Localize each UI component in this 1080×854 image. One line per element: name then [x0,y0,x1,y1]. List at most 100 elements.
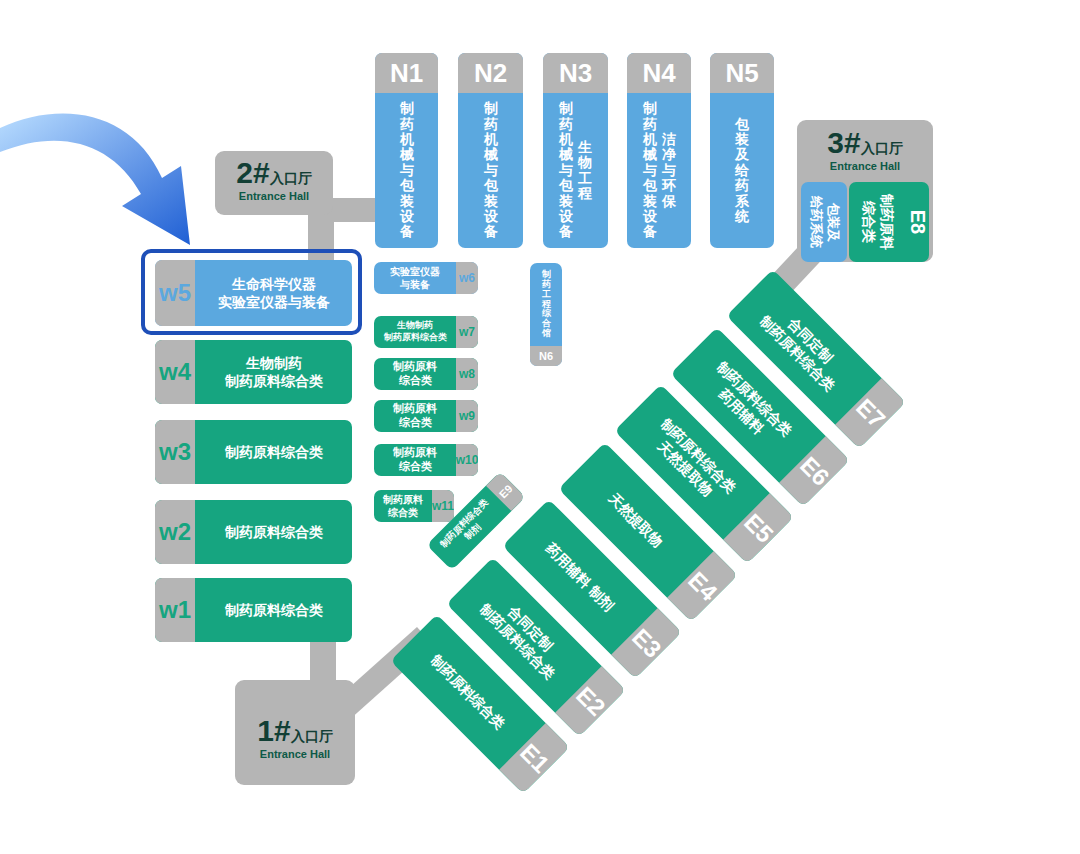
hall-cap: w6 [456,262,478,294]
hall-cap: w1 [155,578,195,642]
hall-body: 制药原料综合类 [195,500,352,564]
hall-body: 制药原料 综合类 [849,182,907,262]
hall-number: w8 [459,368,475,380]
hall-number: w2 [159,520,191,544]
hall-number: N5 [725,60,758,86]
hall-body: 制药原料 综合类 [374,400,456,432]
hall-number: w6 [459,272,475,284]
hall-body: 制药机械与包装设备生物工程 [543,93,608,248]
exhibition-hall: N1 制药机械与包装设备 [375,53,438,248]
hall-body: 包装及 给药系统 [801,182,847,262]
hall-number: 3# [827,126,860,159]
hall-cap: w4 [155,340,195,404]
exhibit-category: 制药机械与包装设备 [643,101,657,240]
exhibition-hall: E8 制药原料 综合类 [849,182,929,262]
exhibit-category: 制药机械与包装设备 [400,101,414,240]
exhibit-category: 制药原料 综合类 [389,402,441,429]
exhibit-category: 制药原料综合类 [427,651,509,733]
exhibit-category: 制药原料 综合类 [389,446,441,473]
hall-title: 2#入口厅Entrance Hall [215,156,333,202]
exhibition-hall: 生物制药 制药原料综合类 w7 [374,316,478,348]
hall-body: 制药工程综合馆 [530,263,562,346]
exhibit-category: 制药原料 综合类 [860,192,896,252]
exhibit-category: 洁净与环保 [662,132,676,209]
hall-cap: w5 [155,260,195,326]
hall-name-english: Entrance Hall [215,190,333,202]
corridor [308,208,334,264]
pointer-arrow [0,113,190,245]
hall-number: E3 [628,625,666,663]
hall-number: w10 [456,454,478,466]
hall-number: w7 [459,326,475,338]
exhibition-hall: N4制药机械与包装设备洁净与环保 [627,53,691,248]
exhibition-hall: N5 包装及给药系统 [710,53,774,248]
hall-body: 制药机械与包装设备 [375,93,438,248]
hall-cap: E2 [555,666,626,737]
hall-title: 3#入口厅 Entrance Hall [797,126,933,172]
hall-cap: E5 [723,493,794,564]
hall-body: 制药原料综合类 [195,578,352,642]
hall-number: w11 [432,500,454,512]
hall-number: N3 [559,60,592,86]
hall-body: 制药机械与包装设备 [458,93,523,248]
hall-body: 制药原料 综合类 [374,490,432,522]
hall-title: 1#入口厅 Entrance Hall [235,714,355,760]
exhibit-category: 制药机械与包装设备 [484,101,498,240]
exhibit-category: 天然提取物 [605,488,667,550]
exhibit-category: 制药工程综合馆 [542,270,551,339]
hall-number: N2 [474,60,507,86]
hall-body: 制药原料 综合类 [374,358,456,390]
hall-cap: E4 [667,551,738,622]
exhibit-category: 制药机械与包装设备 [559,101,573,240]
exhibition-hall: w5 生命科学仪器 实验室仪器与装备 [155,260,352,326]
entrance-hall: 1#入口厅 Entrance Hall [235,680,355,785]
hall-name: 入口厅 [861,140,903,156]
hall-number: w3 [159,440,191,464]
hall-number: E1 [516,740,554,778]
hall-name-english: Entrance Hall [235,748,355,760]
hall-cap: w7 [456,316,478,348]
exhibit-category: 生物工程 [578,140,592,202]
hall-number: w5 [159,281,191,305]
hall-cap: E8 [907,182,929,262]
exhibition-hall: w4 生物制药 制药原料综合类 [155,340,352,404]
exhibit-category: 制药原料 综合类 [379,493,427,519]
hall-number: w9 [459,410,475,422]
hall-name: 入口厅 [270,170,312,186]
exhibit-category: 生物制药 制药原料综合类 [209,354,339,390]
hall-number: E6 [796,452,834,490]
exhibit-category: 药用辅料 制剂 [542,539,617,614]
exhibition-hall: N2 制药机械与包装设备 [458,53,523,248]
hall-name-english: Entrance Hall [797,160,933,172]
hall-body: 实验室仪器 与装备 [374,262,456,294]
hall-number: w1 [159,598,191,622]
hall-number: E9 [497,483,514,500]
hall-name: 入口厅 [291,728,333,744]
hall-cap: w2 [155,500,195,564]
corridor [310,638,336,684]
exhibit-category: 生物制药 制药原料综合类 [379,320,451,343]
hall-number: E5 [740,510,778,548]
highlight-frame [143,251,360,333]
hall-body: 生命科学仪器 实验室仪器与装备 [195,260,352,326]
exhibition-hall: 制药原料 综合类 w10 [374,444,478,476]
exhibit-category: 包装及给药系统 [735,117,749,225]
hall-body: 制药原料 综合类 [374,444,456,476]
hall-cap: N2 [458,53,523,93]
hall-number: E7 [852,395,890,433]
hall-number: 1# [257,714,290,747]
entrance-hall: 3#入口厅 Entrance Hall 包装及 给药系统 E8 制药原料 综合类 [797,120,933,262]
exhibit-category: 实验室仪器 与装备 [387,265,443,291]
exhibition-hall: 制药工程综合馆 N6 [530,263,562,366]
exhibit-category: 生命科学仪器 实验室仪器与装备 [209,275,339,311]
hall-cap: N6 [530,346,562,366]
hall-cap: w8 [456,358,478,390]
exhibition-hall: w1制药原料综合类 [155,578,352,642]
exhibition-hall: N3 制药机械与包装设备生物工程 [543,53,608,248]
exhibition-hall: 包装及 给药系统 [801,182,847,262]
hall-body: 制药原料综合类 [195,420,352,484]
hall-cap: E7 [835,378,906,449]
hall-cap: N5 [710,53,774,93]
exhibition-hall: w2制药原料综合类 [155,500,352,564]
hall-number: N1 [390,60,423,86]
